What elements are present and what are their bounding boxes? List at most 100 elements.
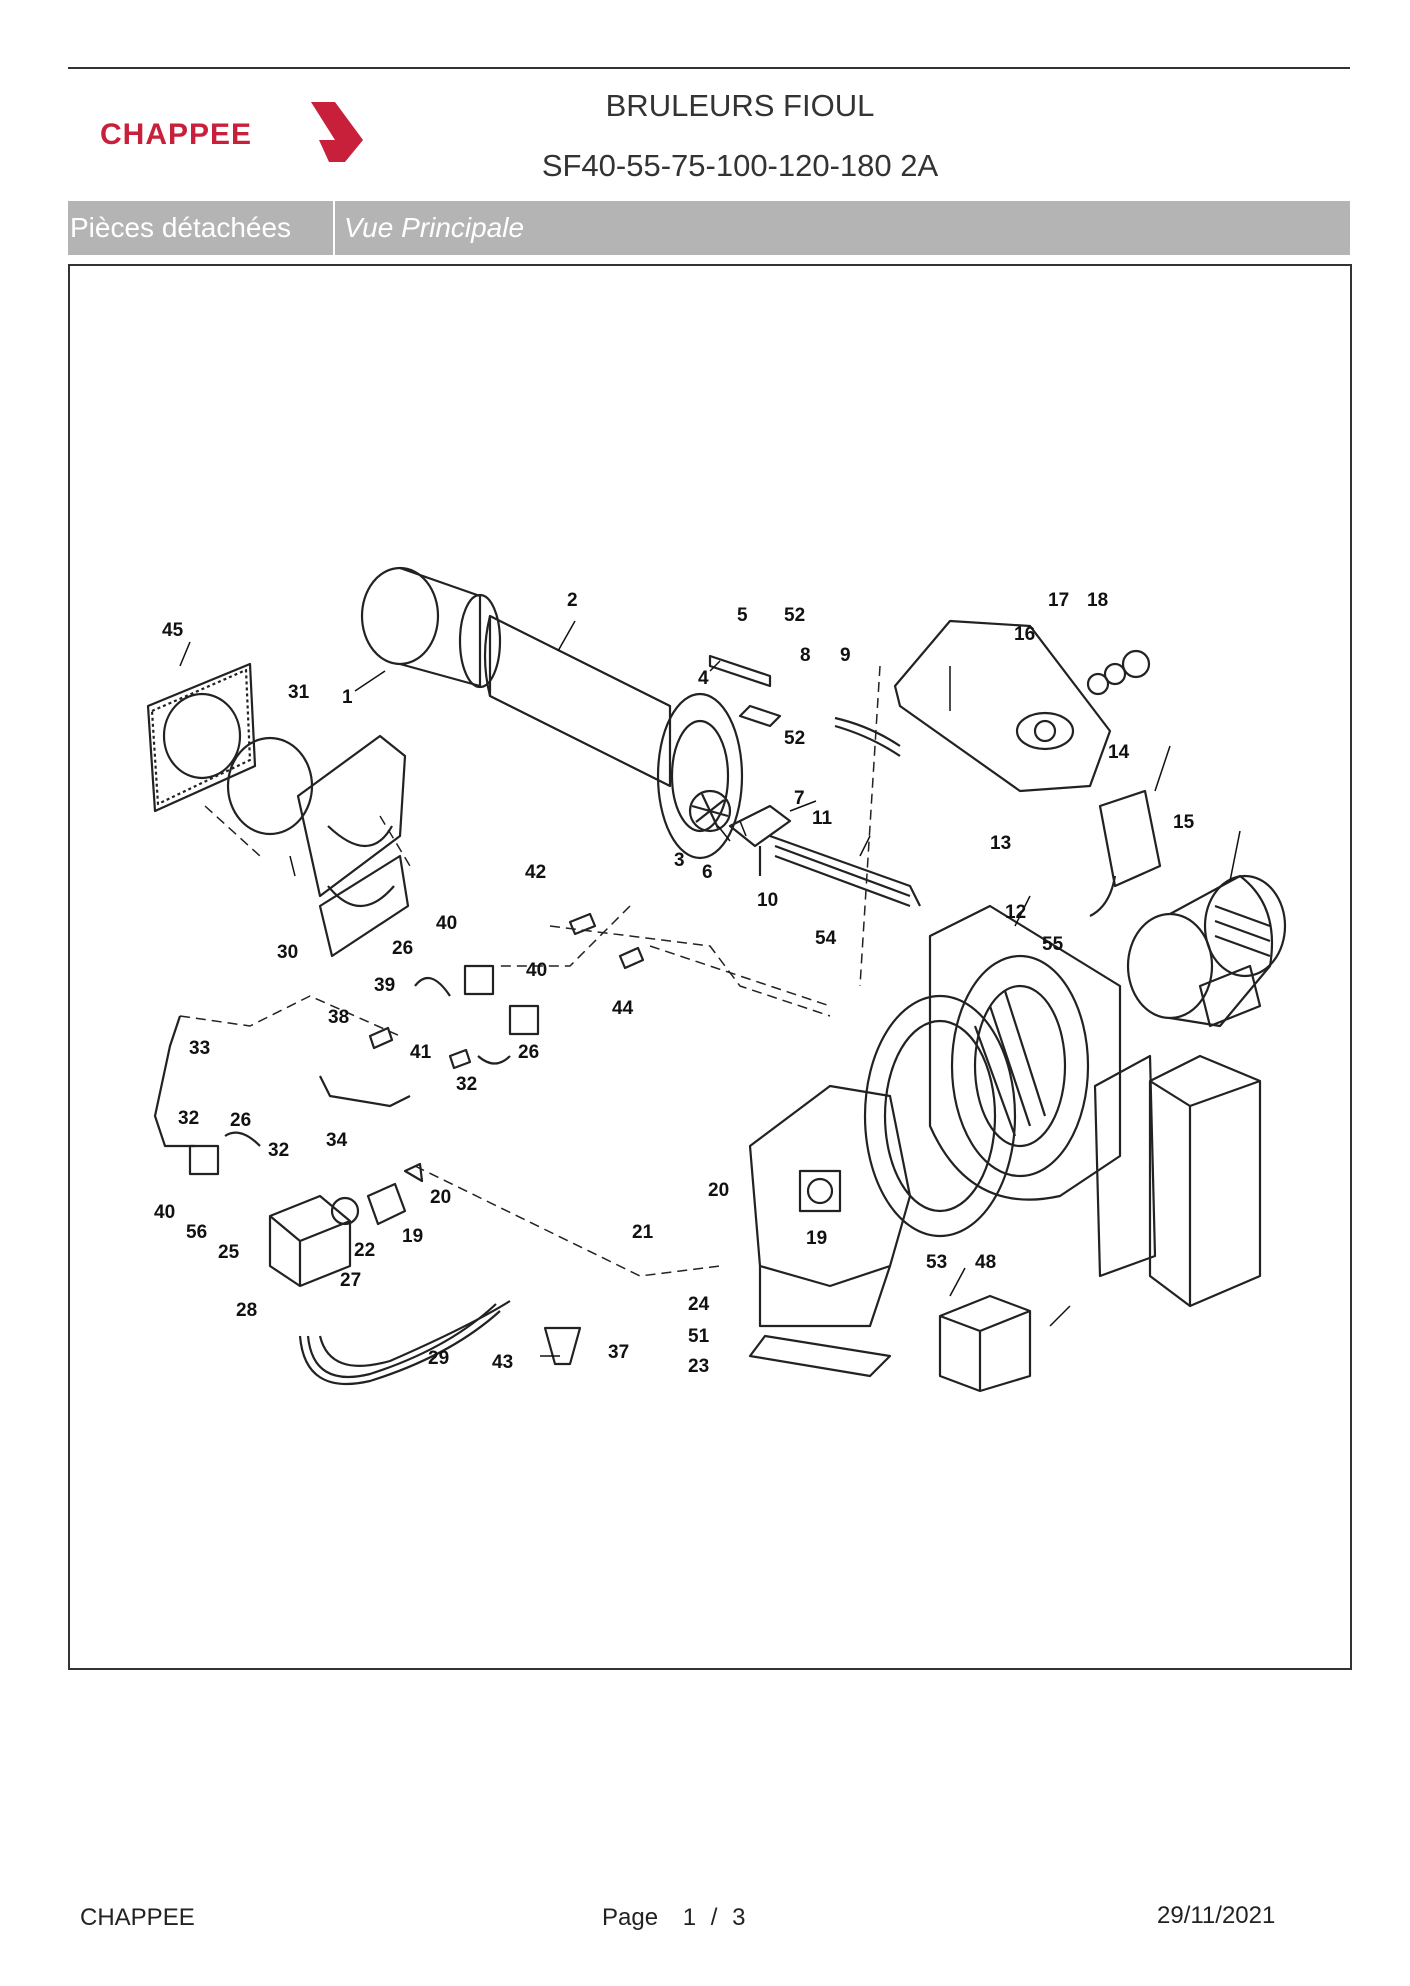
part-motor (1126, 874, 1287, 1028)
callout-41: 41 (410, 1042, 432, 1063)
callout-14: 14 (1108, 742, 1130, 763)
footer-pagination: Page 1 / 3 (602, 1904, 763, 1932)
part-fitting-44 (618, 946, 645, 970)
callout-15: 15 (1173, 812, 1195, 833)
part-tube-34 (319, 1075, 411, 1108)
callout-55: 55 (1042, 934, 1064, 955)
callout-17: 17 (1048, 590, 1069, 611)
part-flex-hoses (298, 1300, 511, 1386)
part-nozzle-holder (728, 804, 792, 876)
callout-21: 21 (632, 1222, 654, 1243)
part-fitting-38 (368, 1026, 394, 1050)
callout-32a: 32 (178, 1108, 199, 1129)
part-solenoid-valve (188, 964, 540, 1176)
callout-31: 31 (288, 682, 310, 703)
footer-brand: CHAPPEE (80, 1904, 195, 1931)
callout-44: 44 (612, 998, 634, 1019)
callout-32c: 32 (456, 1074, 477, 1095)
callout-40c: 40 (154, 1202, 175, 1223)
part-fitting-32 (448, 1048, 472, 1070)
callout-4: 4 (698, 668, 709, 689)
callout-33: 33 (189, 1038, 210, 1059)
callout-42: 42 (525, 862, 546, 883)
part-tube-33 (153, 1015, 195, 1148)
callout-9: 9 (840, 645, 851, 666)
logo-chevron-icon (311, 102, 363, 162)
callout-43: 43 (492, 1352, 513, 1373)
part-fan-cover (863, 994, 1017, 1238)
callout-6: 6 (702, 862, 713, 883)
callout-29: 29 (428, 1348, 449, 1369)
callout-22: 22 (354, 1240, 375, 1261)
part-oil-filter (543, 1326, 582, 1366)
assembly-guide-lines (179, 665, 881, 1277)
callout-54: 54 (815, 928, 837, 949)
part-coupling-20 (403, 1162, 424, 1183)
callout-5: 5 (737, 605, 748, 626)
callout-13: 13 (990, 833, 1011, 854)
callout-23: 23 (688, 1356, 709, 1377)
part-oil-lines (769, 834, 921, 908)
callout-26c: 26 (230, 1110, 251, 1131)
part-ring-17 (1103, 662, 1127, 686)
part-burner-head (360, 566, 502, 689)
callout-25: 25 (218, 1242, 240, 1263)
part-main-body (748, 1084, 912, 1328)
part-base-plate (748, 1334, 892, 1378)
callout-1: 1 (342, 687, 353, 708)
page-total: 3 (732, 1904, 746, 1931)
callout-45: 45 (162, 620, 184, 641)
callout-56: 56 (186, 1222, 207, 1243)
part-gasket-plate (146, 662, 257, 813)
callout-27: 27 (340, 1270, 361, 1291)
callout-26b: 26 (518, 1042, 539, 1063)
part-mounting-flange (296, 734, 410, 958)
footer-date: 29/11/2021 (1157, 1902, 1276, 1929)
part-coupling (330, 1196, 360, 1226)
callout-39: 39 (374, 975, 395, 996)
callout-2: 2 (567, 590, 578, 611)
callout-40b: 40 (526, 960, 547, 981)
page-separator: / (710, 1904, 718, 1931)
part-ring-16 (1086, 672, 1110, 696)
part-top-cover (893, 619, 1112, 793)
callout-19a: 19 (402, 1226, 423, 1247)
part-coupling-19 (366, 1182, 407, 1226)
part-turbulator (688, 789, 732, 833)
callout-19b: 19 (806, 1228, 827, 1249)
part-ignition-cable (834, 716, 901, 757)
callout-labels: 1 2 3 4 5 6 7 8 9 10 11 12 13 14 15 16 1… (154, 590, 1195, 1377)
callout-7: 7 (794, 788, 805, 809)
callout-18: 18 (1087, 590, 1108, 611)
callout-10: 10 (757, 890, 778, 911)
tab-spare-parts[interactable]: Pièces détachées (68, 201, 335, 255)
callout-8: 8 (800, 645, 811, 666)
callout-32b: 32 (268, 1140, 289, 1161)
callout-51: 51 (688, 1326, 710, 1347)
callout-3: 3 (674, 850, 685, 871)
callout-11: 11 (812, 808, 833, 829)
page-current: 1 (682, 1904, 697, 1931)
callout-30: 30 (277, 942, 298, 963)
part-fan-housing (928, 904, 1122, 1201)
callout-40a: 40 (436, 913, 457, 934)
page-label: Page (602, 1904, 659, 1931)
document-subtitle: SF40-55-75-100-120-180 2A (541, 148, 939, 183)
callout-52b: 52 (784, 728, 805, 749)
callout-12: 12 (1005, 902, 1026, 923)
callout-28: 28 (236, 1300, 257, 1321)
part-o-ring (226, 736, 314, 836)
tab-main-view[interactable]: Vue Principale (344, 212, 525, 243)
part-control-panel (1093, 1054, 1262, 1308)
callout-48: 48 (975, 1252, 996, 1273)
callout-53: 53 (926, 1252, 947, 1273)
logo-text: CHAPPEE (100, 118, 253, 151)
section-bar: Pièces détachées Vue Principale (68, 201, 1350, 255)
part-bracket (708, 654, 772, 688)
callout-26a: 26 (392, 938, 413, 959)
callout-52a: 52 (784, 605, 805, 626)
part-oil-pump (268, 1194, 352, 1288)
part-ignition-transformer (1089, 789, 1162, 917)
chappee-logo: CHAPPEE (100, 100, 370, 164)
callout-24: 24 (688, 1294, 710, 1315)
